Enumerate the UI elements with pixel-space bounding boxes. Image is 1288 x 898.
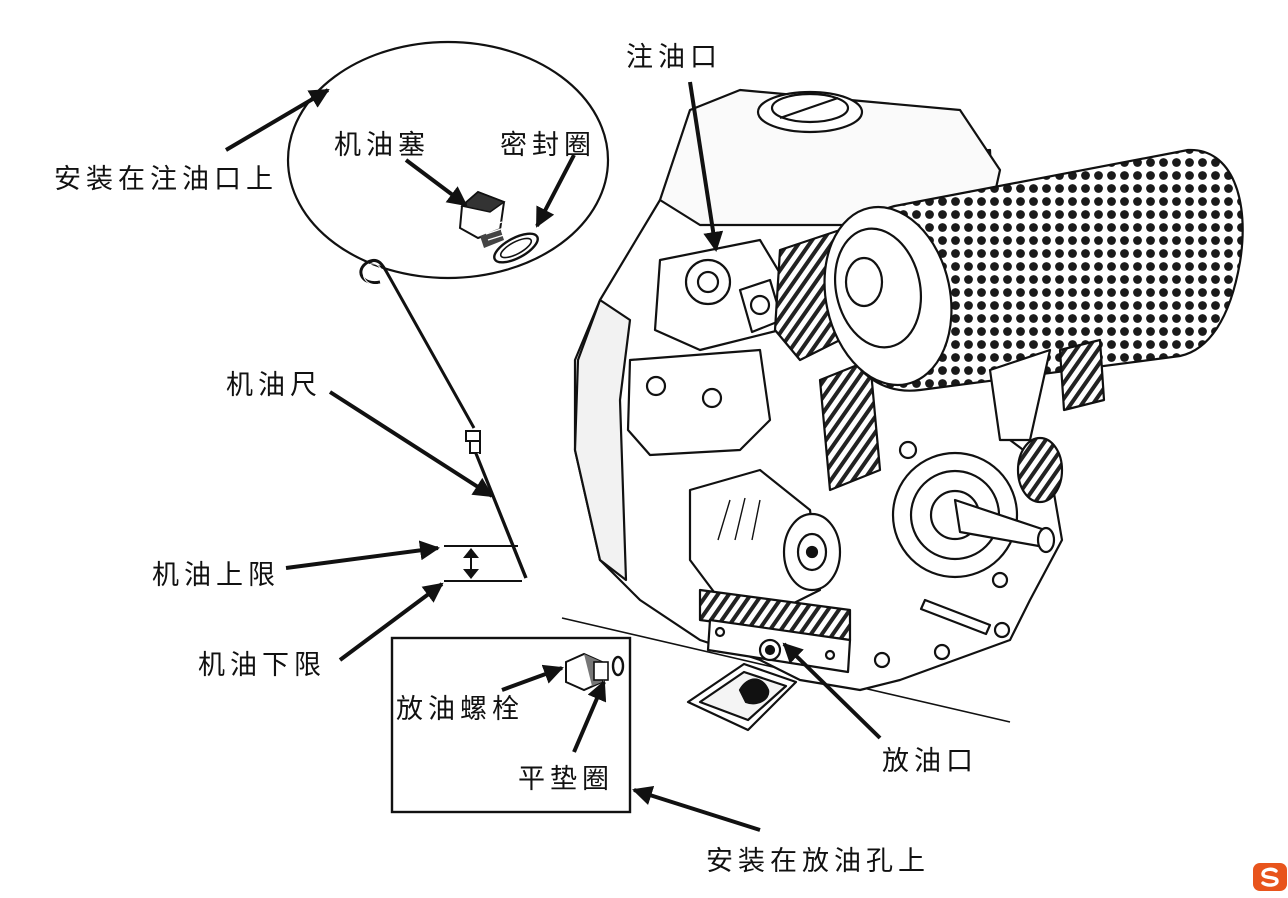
arrow-drain-port bbox=[782, 642, 882, 740]
label-drain-bolt: 放油螺栓 bbox=[396, 694, 524, 725]
arrow-drain-bolt bbox=[501, 664, 564, 692]
arrow-install-filler bbox=[224, 88, 330, 152]
arrow-flat-washer bbox=[572, 680, 607, 753]
arrow-install-drain bbox=[632, 785, 761, 832]
label-drain-port: 放油口 bbox=[882, 746, 978, 777]
arrow-filler-port bbox=[688, 81, 724, 252]
arrow-dipstick bbox=[328, 390, 494, 498]
filler-callout-ellipse bbox=[286, 40, 610, 280]
oil-plug-icon bbox=[458, 190, 506, 248]
label-install-on-drain-hole: 安装在放油孔上 bbox=[706, 846, 930, 877]
label-dipstick: 机油尺 bbox=[226, 370, 322, 401]
drain-callout-box bbox=[390, 636, 632, 814]
label-oil-plug: 机油塞 bbox=[334, 130, 430, 161]
sogou-logo bbox=[1253, 863, 1287, 891]
label-seal-ring: 密封圈 bbox=[500, 130, 596, 161]
arrow-oil-plug bbox=[404, 158, 468, 207]
oil-level-marks bbox=[444, 545, 522, 582]
label-oil-filler-port: 注油口 bbox=[626, 42, 722, 73]
arrow-lower-limit bbox=[338, 582, 444, 662]
seal-ring-icon bbox=[493, 232, 539, 264]
dipstick-icon bbox=[359, 259, 529, 579]
arrow-upper-limit bbox=[285, 540, 440, 570]
label-install-on-filler: 安装在注油口上 bbox=[54, 164, 278, 195]
flat-washer-icon bbox=[611, 655, 625, 677]
label-flat-washer: 平垫圈 bbox=[518, 764, 614, 795]
label-oil-lower-limit: 机油下限 bbox=[198, 650, 326, 681]
engine-illustration bbox=[561, 88, 1244, 732]
label-oil-upper-limit: 机油上限 bbox=[152, 560, 280, 591]
arrow-seal-ring bbox=[535, 154, 576, 228]
